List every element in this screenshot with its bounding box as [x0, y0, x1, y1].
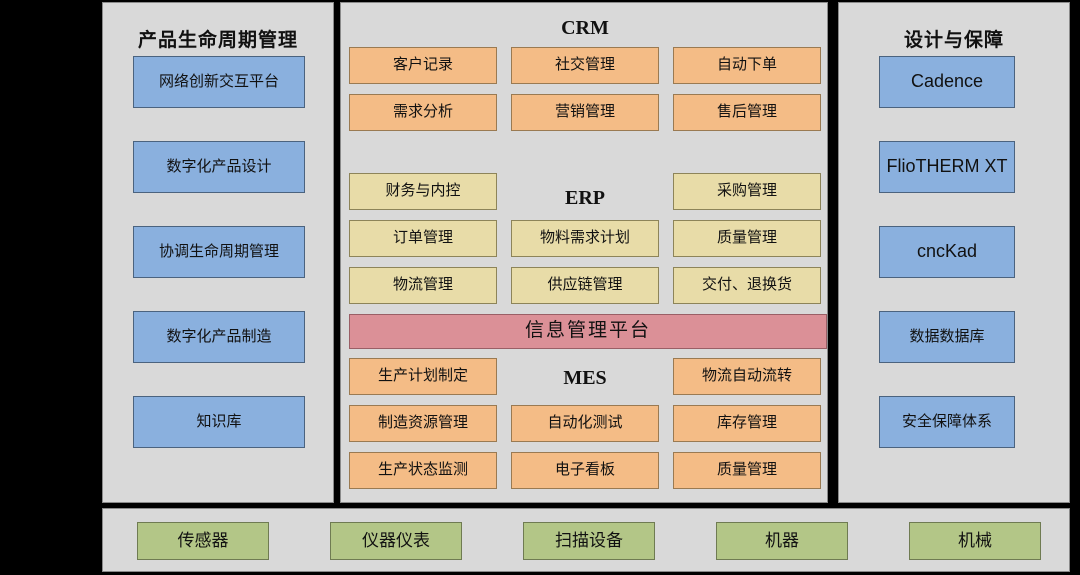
- erp-item-5[interactable]: 质量管理: [673, 220, 821, 257]
- mes-grid: 生产计划制定 物流自动流转 制造资源管理 自动化测试 库存管理 生产状态监测 电…: [349, 358, 821, 489]
- erp-item-4[interactable]: 物料需求计划: [511, 220, 659, 257]
- erp-item-8[interactable]: 交付、退换货: [673, 267, 821, 304]
- erp-item-3[interactable]: 订单管理: [349, 220, 497, 257]
- mes-title: MES: [563, 367, 607, 389]
- mes-item-0[interactable]: 生产计划制定: [349, 358, 497, 395]
- plm-item-4[interactable]: 知识库: [133, 396, 305, 448]
- device-item-2[interactable]: 扫描设备: [523, 522, 655, 560]
- mes-item-7[interactable]: 电子看板: [511, 452, 659, 489]
- plm-item-list: 网络创新交互平台 数字化产品设计 协调生命周期管理 数字化产品制造 知识库: [133, 56, 305, 481]
- crm-item-3[interactable]: 需求分析: [349, 94, 497, 131]
- device-item-3[interactable]: 机器: [716, 522, 848, 560]
- plm-item-1[interactable]: 数字化产品设计: [133, 141, 305, 193]
- design-panel-title: 设计与保障: [903, 30, 1004, 51]
- design-item-1[interactable]: FlioTHERM XT: [879, 141, 1015, 193]
- device-panel: 传感器 仪器仪表 扫描设备 机器 机械: [102, 508, 1070, 572]
- erp-item-0[interactable]: 财务与内控: [349, 173, 497, 210]
- erp-grid: 财务与内控 采购管理 订单管理 物料需求计划 质量管理 物流管理 供应链管理 交…: [349, 173, 821, 304]
- crm-item-2[interactable]: 自动下单: [673, 47, 821, 84]
- mes-item-8[interactable]: 质量管理: [673, 452, 821, 489]
- design-item-0[interactable]: Cadence: [879, 56, 1015, 108]
- design-panel: 设计与保障 Cadence FlioTHERM XT cncKad 数据数据库 …: [838, 2, 1070, 503]
- device-item-0[interactable]: 传感器: [137, 522, 269, 560]
- crm-item-1[interactable]: 社交管理: [511, 47, 659, 84]
- device-item-list: 传感器 仪器仪表 扫描设备 机器 机械: [137, 522, 1041, 560]
- mes-item-4[interactable]: 自动化测试: [511, 405, 659, 442]
- mes-item-2[interactable]: 物流自动流转: [673, 358, 821, 395]
- crm-grid: 客户记录 社交管理 自动下单 需求分析 营销管理 售后管理: [349, 47, 821, 131]
- design-item-2[interactable]: cncKad: [879, 226, 1015, 278]
- erp-title: ERP: [565, 187, 605, 209]
- plm-panel: 产品生命周期管理 网络创新交互平台 数字化产品设计 协调生命周期管理 数字化产品…: [102, 2, 334, 503]
- design-item-list: Cadence FlioTHERM XT cncKad 数据数据库 安全保障体系: [879, 56, 1015, 481]
- design-item-4[interactable]: 安全保障体系: [879, 396, 1015, 448]
- mes-item-5[interactable]: 库存管理: [673, 405, 821, 442]
- erp-item-7[interactable]: 供应链管理: [511, 267, 659, 304]
- device-item-4[interactable]: 机械: [909, 522, 1041, 560]
- plm-item-0[interactable]: 网络创新交互平台: [133, 56, 305, 108]
- plm-item-3[interactable]: 数字化产品制造: [133, 311, 305, 363]
- crm-item-0[interactable]: 客户记录: [349, 47, 497, 84]
- info-management-platform-bar[interactable]: 信息管理平台: [349, 314, 827, 349]
- center-panel: CRM 客户记录 社交管理 自动下单 需求分析 营销管理 售后管理 ERP 财务…: [340, 2, 828, 503]
- erp-item-2[interactable]: 采购管理: [673, 173, 821, 210]
- device-item-1[interactable]: 仪器仪表: [330, 522, 462, 560]
- erp-item-6[interactable]: 物流管理: [349, 267, 497, 304]
- design-item-3[interactable]: 数据数据库: [879, 311, 1015, 363]
- crm-item-5[interactable]: 售后管理: [673, 94, 821, 131]
- mes-item-6[interactable]: 生产状态监测: [349, 452, 497, 489]
- plm-item-2[interactable]: 协调生命周期管理: [133, 226, 305, 278]
- crm-title: CRM: [561, 17, 609, 39]
- plm-panel-title: 产品生命周期管理: [137, 30, 298, 51]
- mes-item-3[interactable]: 制造资源管理: [349, 405, 497, 442]
- crm-item-4[interactable]: 营销管理: [511, 94, 659, 131]
